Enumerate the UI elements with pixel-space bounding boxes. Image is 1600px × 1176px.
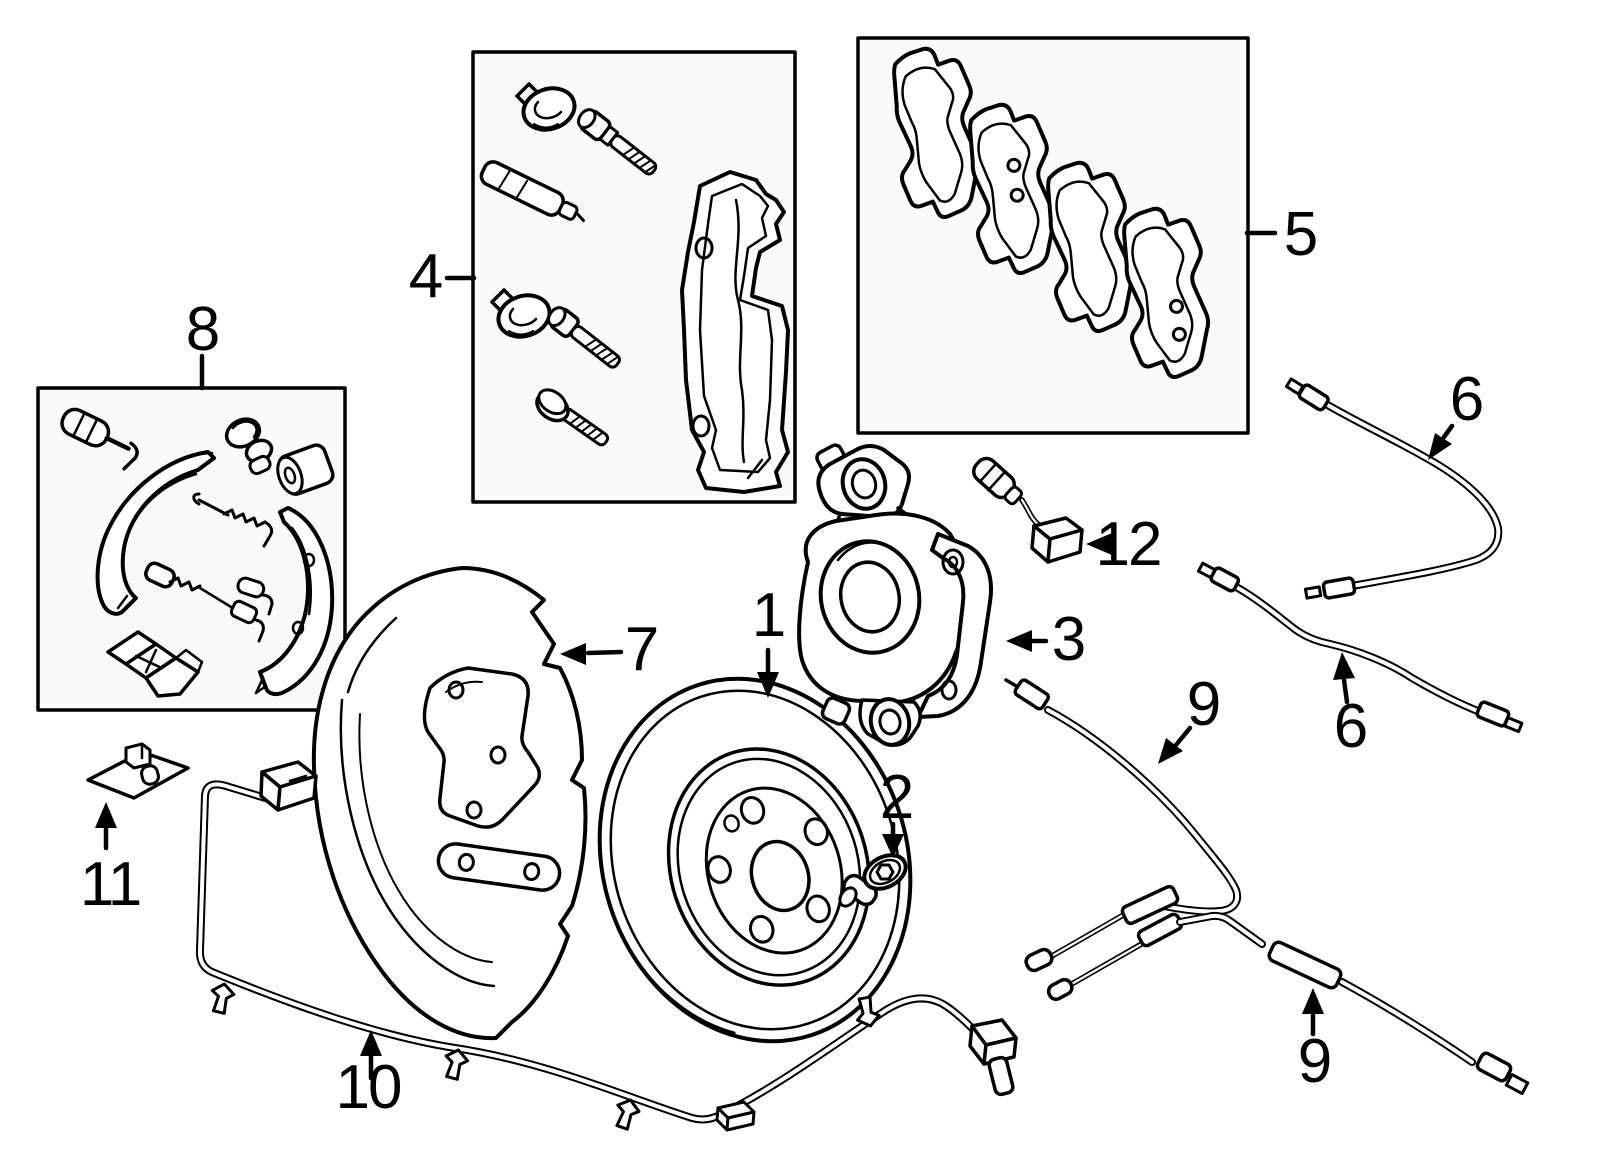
caliper-bracket xyxy=(680,170,790,494)
grease-packet xyxy=(479,160,585,222)
caliper-bracket-kit-box xyxy=(471,50,797,504)
adjusting-plate xyxy=(86,742,190,800)
callout-9-upper: 9 xyxy=(1186,670,1222,739)
parking-brake-shoe-kit-box xyxy=(36,386,347,712)
abs-sensor-head xyxy=(968,1018,1018,1097)
guide-pin-bolt-2 xyxy=(547,306,621,369)
brake-shoe-right xyxy=(254,506,335,697)
guide-pin-cap-2 xyxy=(490,288,552,339)
callout-7: 7 xyxy=(624,615,660,684)
guide-pin-bolt-1 xyxy=(577,108,658,176)
callout-leaders xyxy=(95,230,1455,1081)
shoe-pin-small xyxy=(236,576,274,616)
callout-9-lower: 9 xyxy=(1297,1027,1333,1096)
shoe-bushing xyxy=(276,443,335,496)
callout-2: 2 xyxy=(879,763,915,832)
abs-sensor-harness xyxy=(195,760,1018,1133)
brake-line-upper xyxy=(1284,377,1503,600)
anchor-pin xyxy=(60,407,139,471)
callout-5: 5 xyxy=(1283,200,1319,269)
guide-pin-cap-1 xyxy=(515,82,577,132)
callout-4: 4 xyxy=(408,242,444,311)
brake-shoe-left xyxy=(95,450,216,616)
brake-rotor xyxy=(597,676,913,1044)
brake-line-lower xyxy=(1196,561,1524,734)
parking-brake-cable-lower xyxy=(1046,911,1530,1096)
bracket-bolt xyxy=(535,388,610,447)
parking-brake-cable-upper xyxy=(1004,678,1242,973)
adjuster-spring-lower xyxy=(144,561,265,643)
harness-grommet xyxy=(715,1100,756,1132)
rotor-set-screw xyxy=(838,853,908,908)
brake-pad-4 xyxy=(1108,200,1224,386)
callout-10: 10 xyxy=(335,1053,403,1122)
callout-6-upper: 6 xyxy=(1449,365,1485,434)
brake-pad-set-box xyxy=(856,36,1250,435)
dust-shield xyxy=(311,566,588,1041)
callout-1: 1 xyxy=(751,581,787,650)
pad-wear-sensor xyxy=(971,456,1084,564)
callout-3: 3 xyxy=(1051,605,1087,674)
callout-11: 11 xyxy=(79,850,142,919)
callout-6-lower: 6 xyxy=(1333,692,1369,761)
brake-caliper xyxy=(797,443,993,747)
shoe-adjuster xyxy=(106,630,204,698)
harness-connector xyxy=(259,760,318,812)
callout-12: 12 xyxy=(1095,510,1163,579)
brake-pad-2 xyxy=(954,96,1070,282)
callout-8: 8 xyxy=(185,295,221,364)
shoe-hold-down-bolt xyxy=(224,417,274,476)
return-spring-upper xyxy=(192,492,274,548)
